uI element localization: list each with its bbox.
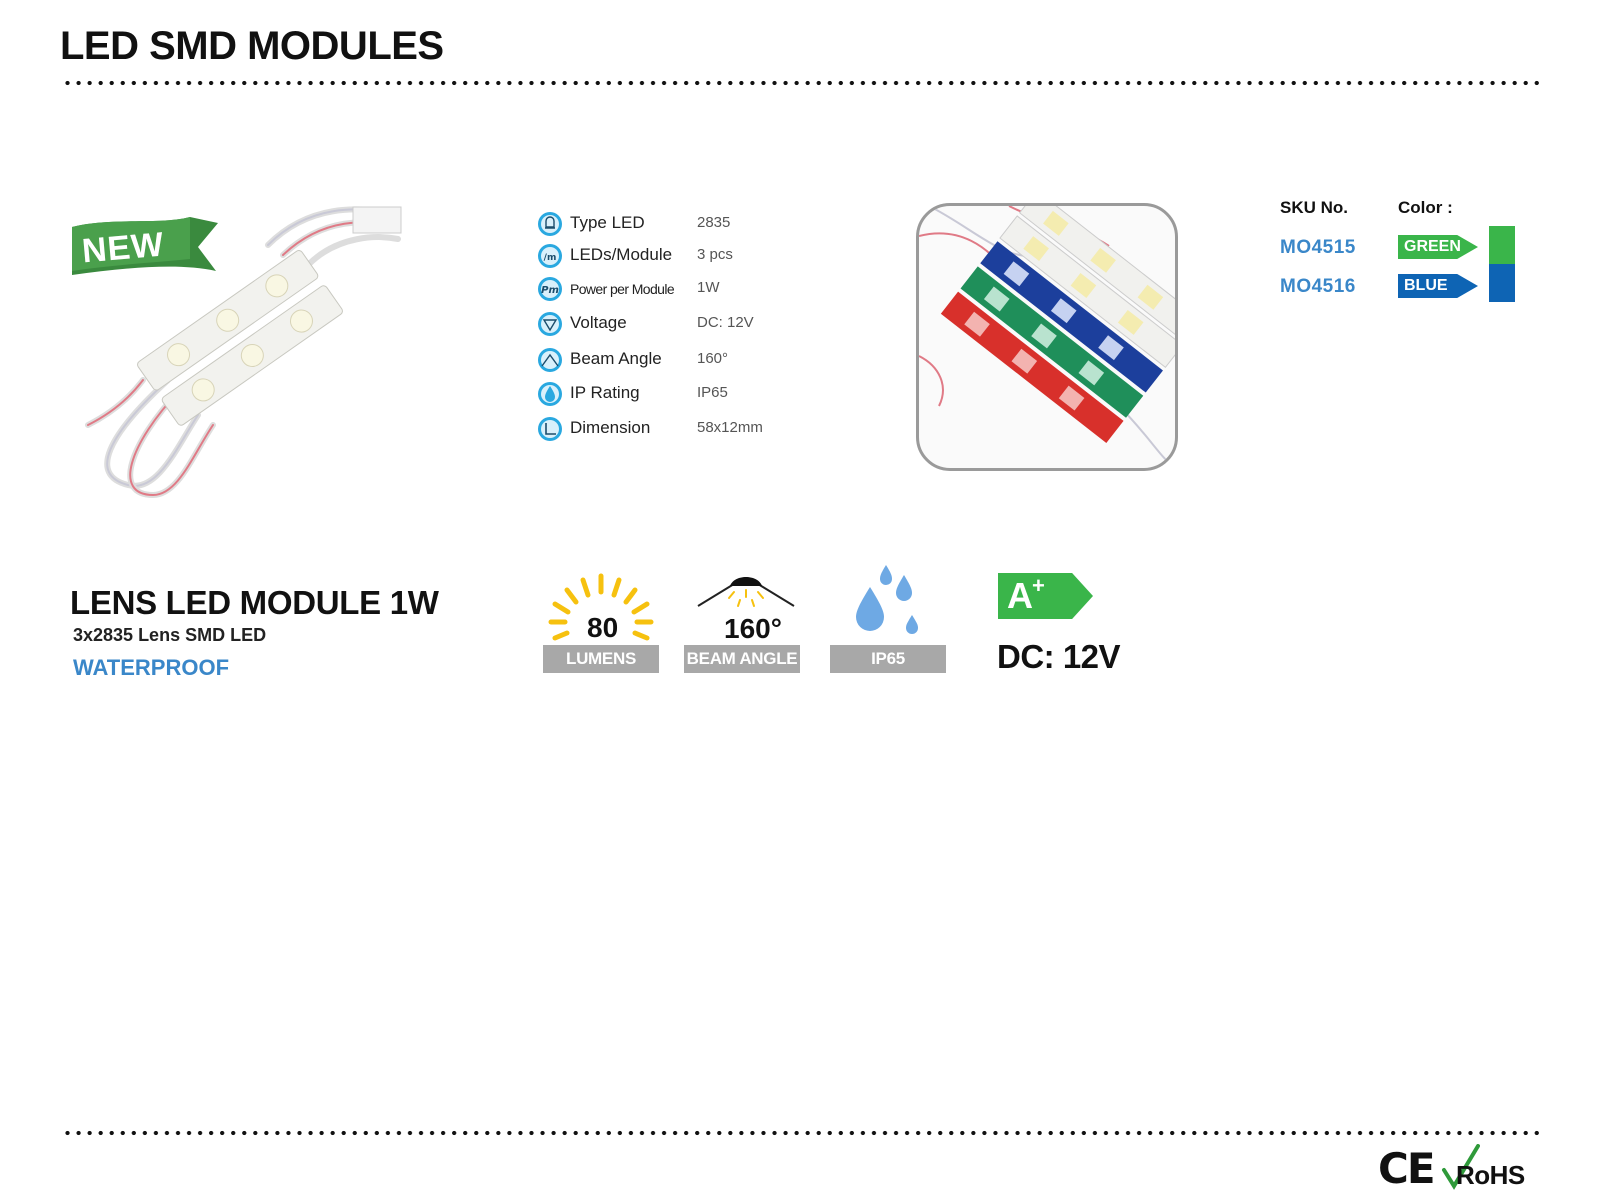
energy-class-letter: A <box>1007 575 1033 616</box>
spec-row-ip-rating: IP Rating IP65 <box>537 380 797 410</box>
spec-row-power: Pm Power per Module 1W <box>537 275 797 305</box>
color-tag-blue: BLUE <box>1398 274 1478 298</box>
spec-value: 160° <box>697 350 729 367</box>
energy-class-badge: A + <box>998 573 1093 619</box>
water-drops-icon <box>856 565 918 634</box>
color-variants-photo <box>916 203 1178 471</box>
color-swatch-green <box>1489 226 1515 264</box>
spec-row-voltage: Voltage DC: 12V <box>537 310 797 340</box>
product-name: LENS LED MODULE 1W <box>70 584 439 621</box>
bulb-icon <box>538 212 562 236</box>
spec-value: 1W <box>697 279 720 296</box>
check-icon <box>1442 1144 1480 1190</box>
spec-row-leds-module: /m LEDs/Module 3 pcs <box>537 242 797 272</box>
new-badge-label: NEW <box>80 225 166 271</box>
spec-label: Dimension <box>570 418 651 437</box>
sun-rays-icon <box>548 573 654 641</box>
spec-label: Beam Angle <box>570 349 662 368</box>
sku-blue: MO4516 <box>1280 276 1356 297</box>
spec-value: IP65 <box>697 384 728 401</box>
spec-value: 58x12mm <box>697 419 763 436</box>
sku-green: MO4515 <box>1280 237 1356 258</box>
header-divider <box>62 80 1542 86</box>
ce-mark: CE <box>1378 1144 1435 1193</box>
spec-label: Power per Module <box>570 281 675 297</box>
spec-row-beam-angle: Beam Angle 160° <box>537 346 797 376</box>
color-tag-green: GREEN <box>1398 235 1478 259</box>
voltage-icon <box>538 312 562 336</box>
beam-angle-lamp-icon <box>697 577 795 607</box>
color-header: Color : <box>1398 198 1453 217</box>
spec-label: LEDs/Module <box>570 245 673 264</box>
lumens-label: LUMENS <box>543 645 659 673</box>
spec-value: 2835 <box>697 214 731 231</box>
dc-voltage-label: DC: 12V <box>997 638 1121 675</box>
footer-divider <box>62 1130 1542 1136</box>
spec-row-type-led: Type LED 2835 <box>537 210 797 240</box>
lumens-value: 80 <box>587 612 619 643</box>
new-badge: NEW <box>70 215 220 275</box>
ribbon-icon <box>72 217 218 275</box>
spec-value: DC: 12V <box>697 314 754 331</box>
waterproof-label: WATERPROOF <box>73 655 230 680</box>
svg-text:Pm: Pm <box>541 285 559 296</box>
beam-angle-icon <box>538 348 562 372</box>
ip65-label: IP65 <box>830 645 946 673</box>
certification-logos: CE RoHS <box>1378 1144 1538 1194</box>
leds-per-module-icon: /m <box>538 244 562 268</box>
svg-text:/m: /m <box>544 253 557 263</box>
color-swatch-blue <box>1489 264 1515 302</box>
page-title: LED SMD MODULES <box>60 24 444 68</box>
spec-label: Voltage <box>570 313 627 332</box>
power-icon: Pm <box>538 277 562 301</box>
spec-row-dimension: Dimension 58x12mm <box>537 415 797 445</box>
ip-rating-icon <box>538 382 562 406</box>
beam-angle-label: BEAM ANGLE <box>684 645 800 673</box>
spec-label: IP Rating <box>570 383 640 402</box>
rohs-mark: RoHS <box>1456 1160 1525 1190</box>
product-subtitle: 3x2835 Lens SMD LED <box>73 625 267 645</box>
spec-value: 3 pcs <box>697 246 733 263</box>
energy-class-plus: + <box>1032 573 1045 598</box>
product-photo <box>85 206 402 499</box>
dimension-icon <box>538 417 562 441</box>
beam-angle-value: 160° <box>724 613 782 644</box>
sku-header: SKU No. <box>1280 198 1348 217</box>
spec-label: Type LED <box>570 213 645 232</box>
